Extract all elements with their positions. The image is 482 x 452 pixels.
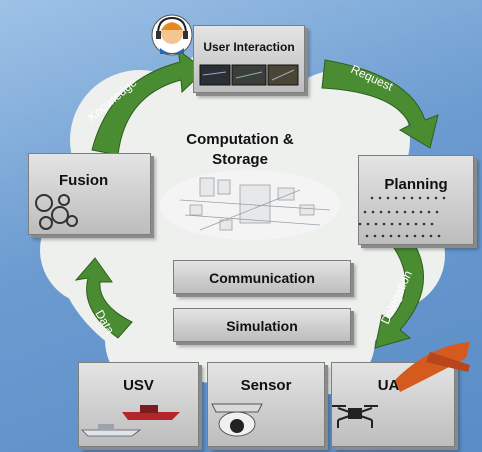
center-title-line2: Storage <box>212 151 268 168</box>
box-planning: Planning <box>358 155 474 245</box>
label-sensor: Sensor <box>240 377 292 394</box>
box-uav: UAV <box>331 362 455 447</box>
label-communication: Communication <box>209 270 315 286</box>
box-usv: USV <box>78 362 199 447</box>
box-sensor: Sensor <box>207 362 325 447</box>
label-fusion: Fusion <box>59 172 109 189</box>
label-simulation: Simulation <box>226 318 298 334</box>
center-title: Computation & Storage <box>170 130 310 170</box>
label-planning: Planning <box>384 176 448 193</box>
label-user-interaction: User Interaction <box>203 40 295 54</box>
box-communication: Communication <box>173 260 351 294</box>
box-simulation: Simulation <box>173 308 351 342</box>
label-usv: USV <box>123 377 154 394</box>
data-center-icon <box>160 170 340 240</box>
box-fusion: Fusion <box>28 153 151 235</box>
center-title-line1: Computation & <box>186 131 294 148</box>
label-uav: UAV <box>377 377 409 394</box>
box-user-interaction: User Interaction <box>193 25 305 93</box>
